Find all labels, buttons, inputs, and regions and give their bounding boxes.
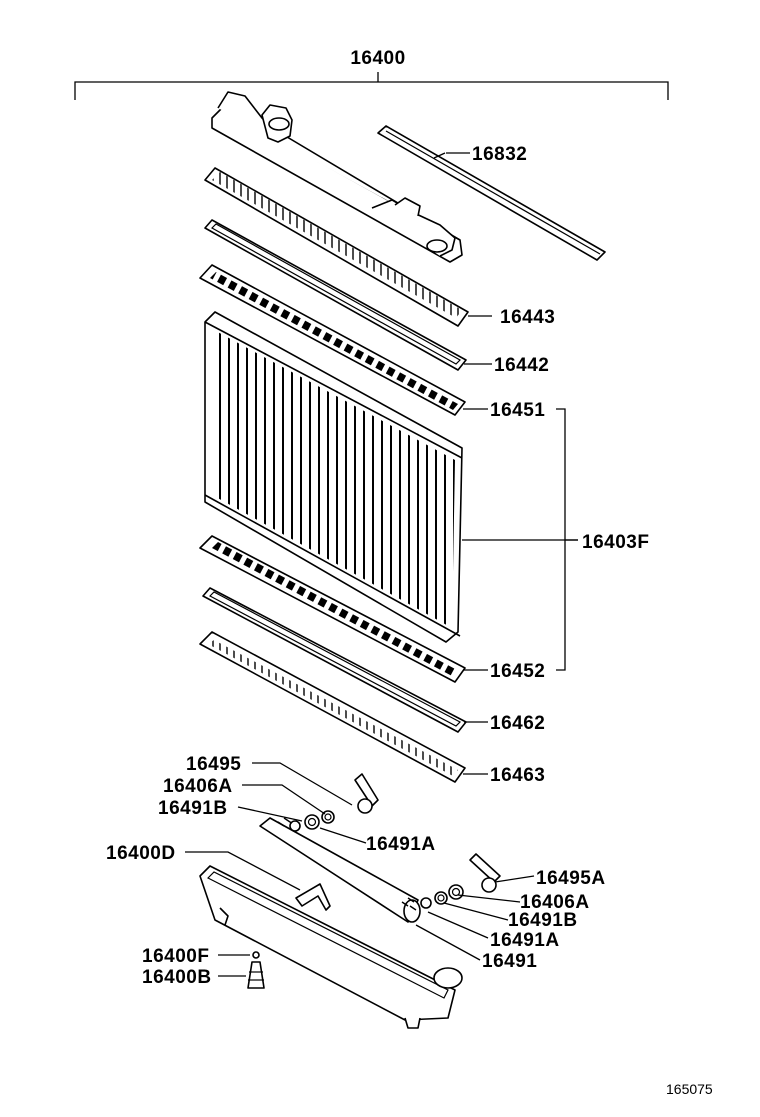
callout-16403F: 16403F bbox=[582, 532, 649, 553]
part-upper-gasket-plate bbox=[204, 167, 492, 327]
callout-16495A: 16495A bbox=[536, 868, 606, 889]
callout-16491A-left: 16491A bbox=[366, 834, 436, 855]
leader-lines bbox=[185, 152, 535, 977]
part-lower-tank bbox=[199, 865, 463, 1029]
part-upper-gasket bbox=[204, 219, 492, 371]
callout-16443: 16443 bbox=[500, 307, 555, 328]
callout-16400D: 16400D bbox=[106, 843, 176, 864]
part-hose bbox=[295, 883, 331, 911]
part-seal-strip bbox=[377, 125, 606, 261]
callout-16400: 16400 bbox=[350, 48, 405, 69]
part-drain-cock bbox=[247, 951, 265, 989]
part-lower-seat-plate bbox=[199, 535, 488, 683]
callout-16491: 16491 bbox=[482, 951, 537, 972]
part-lower-gasket bbox=[202, 587, 488, 733]
callout-16463: 16463 bbox=[490, 765, 545, 786]
assembly-bracket: 16400 bbox=[74, 48, 669, 100]
callout-16400B: 16400B bbox=[142, 967, 212, 988]
callout-16491A-right: 16491A bbox=[490, 930, 560, 951]
callout-16495: 16495 bbox=[186, 754, 241, 775]
part-upper-tank bbox=[211, 91, 463, 263]
callout-16400F: 16400F bbox=[142, 946, 209, 967]
callout-16491B-right: 16491B bbox=[508, 910, 578, 931]
core-group-bracket bbox=[556, 408, 578, 671]
callout-16832: 16832 bbox=[472, 144, 527, 165]
part-small-fittings-right bbox=[420, 853, 501, 909]
callout-16452: 16452 bbox=[490, 661, 545, 682]
reference-number: 165075 bbox=[666, 1081, 713, 1097]
part-small-fittings-left bbox=[289, 773, 379, 832]
callout-16462: 16462 bbox=[490, 713, 545, 734]
part-lower-plate bbox=[199, 631, 488, 783]
callout-16406A-left: 16406A bbox=[163, 776, 233, 797]
part-radiator-core bbox=[204, 311, 578, 643]
callout-16406A-right: 16406A bbox=[520, 892, 590, 913]
callout-16491B-left: 16491B bbox=[158, 798, 228, 819]
callout-16451: 16451 bbox=[490, 400, 545, 421]
part-upper-seat-plate bbox=[199, 264, 488, 416]
callout-16442: 16442 bbox=[494, 355, 549, 376]
